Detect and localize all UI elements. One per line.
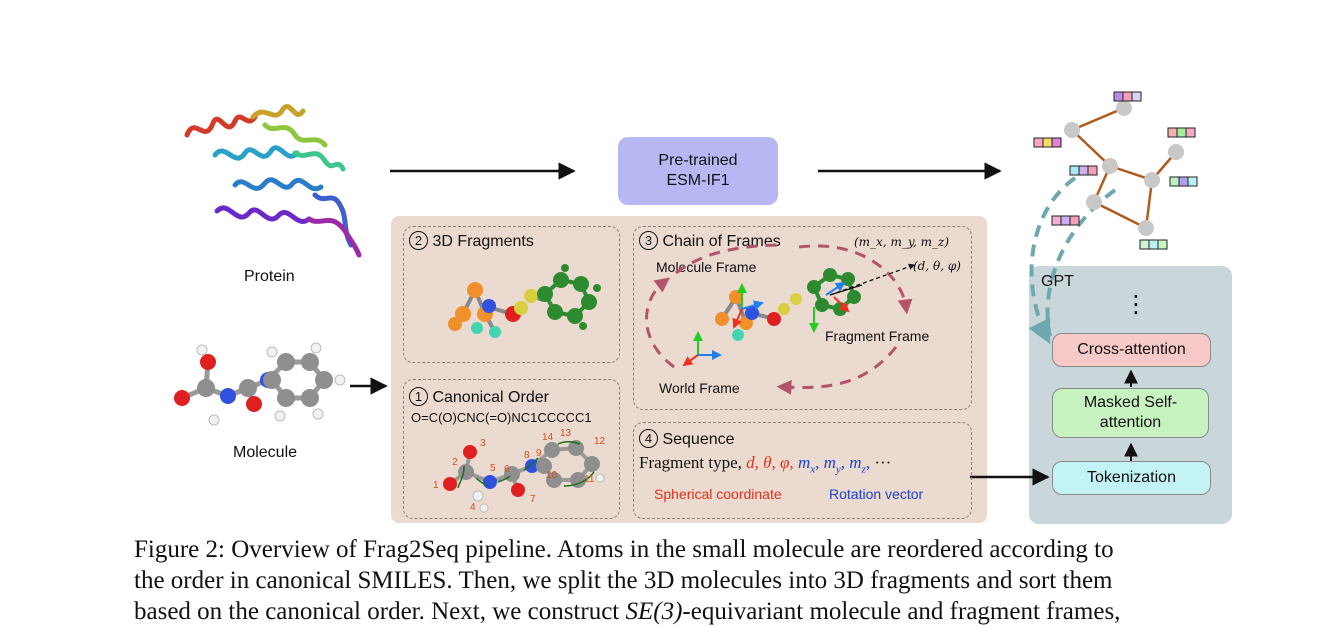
- atom-number-7: 7: [530, 494, 536, 505]
- sequence-spherical: d, θ, φ,: [746, 453, 794, 472]
- gpt-title: GPT: [1041, 273, 1074, 290]
- caption-line-2: the order in canonical SMILES. Then, we …: [134, 567, 1113, 594]
- 3d-fragments-box: [403, 226, 620, 363]
- circled-number-1: 1: [409, 387, 428, 406]
- canonical-order-image: [443, 440, 605, 513]
- 3d-fragments-title: 2 3D Fragments: [409, 231, 534, 251]
- sequence-prefix: Fragment type,: [639, 453, 742, 472]
- sequence-box: [633, 422, 972, 519]
- gpt-ellipsis: ⋮: [1124, 290, 1148, 318]
- atom-number-9: 9: [536, 448, 542, 459]
- sequence-tokens: Fragment type, d, θ, φ, mx, my, mz, ···: [639, 453, 891, 475]
- canonical-order-box: [403, 379, 620, 519]
- atom-number-11: 11: [584, 474, 595, 485]
- caption-line-3: based on the canonical order. Next, we c…: [134, 598, 1121, 625]
- masked-self-line1: Masked Self-: [1083, 394, 1178, 411]
- atom-number-14: 14: [542, 432, 554, 443]
- tokenization-block: Tokenization: [1052, 461, 1211, 495]
- protein-structure-image: [184, 104, 362, 258]
- protein-label: Protein: [244, 268, 295, 285]
- chain-of-frames-box: [633, 226, 972, 410]
- rotation-vector-legend: Rotation vector: [829, 486, 924, 502]
- spherical-coordinate-legend: Spherical coordinate: [654, 486, 782, 502]
- 3d-fragments-image: [448, 264, 601, 338]
- circled-number-4: 4: [639, 429, 658, 448]
- sequence-tail: ···: [874, 453, 892, 472]
- masked-self-attention-block: Masked Self- attention: [1052, 388, 1209, 438]
- sequence-rotation: mx, my, mz,: [797, 453, 871, 476]
- sequence-title: 4 Sequence: [639, 429, 735, 449]
- cross-attention-block: Cross-attention: [1052, 333, 1211, 367]
- rotation-vector-label: (m_x, m_y, m_z): [854, 235, 950, 249]
- atom-number-13: 13: [560, 428, 572, 439]
- molecule-label: Molecule: [233, 444, 298, 461]
- atom-number-10: 10: [546, 470, 558, 481]
- graph-to-cross-attention-arrow-1: [1028, 176, 1077, 345]
- esm-line1: Pre-trained: [658, 152, 738, 169]
- fragmentation-panel: [391, 216, 987, 523]
- protein-graph: [1033, 91, 1198, 250]
- molecule-ball-and-stick-image: [174, 342, 346, 426]
- caption-line-1: Figure 2: Overview of Frag2Seq pipeline.…: [134, 536, 1114, 563]
- atom-number-labels: 1 2 3 4 5 6 7 8 9 10 11 12 13 14: [428, 428, 614, 514]
- atom-number-5: 5: [490, 463, 496, 474]
- atom-number-8: 8: [524, 450, 530, 461]
- atom-number-1: 1: [433, 480, 439, 491]
- esm-line2: ESM-IF1: [666, 172, 730, 189]
- chain-of-frames-image: [645, 243, 916, 395]
- figure-caption: Figure 2: Overview of Frag2Seq pipeline.…: [134, 534, 1304, 627]
- canonical-order-title: 1 Canonical Order: [409, 387, 549, 407]
- esm-if1-block: Pre-trained ESM-IF1: [618, 137, 778, 205]
- circled-number-2: 2: [409, 231, 428, 250]
- spherical-coordinate-label: (d, θ, φ): [913, 259, 961, 273]
- atom-number-12: 12: [594, 436, 606, 447]
- world-frame-label: World Frame: [659, 380, 740, 396]
- atom-number-2: 2: [452, 457, 458, 468]
- circled-number-3: 3: [639, 231, 658, 250]
- canonical-smiles: O=C(O)CNC(=O)NC1CCCCC1: [411, 410, 592, 425]
- fragment-frame-label: Fragment Frame: [825, 328, 930, 344]
- atom-number-4: 4: [470, 502, 476, 513]
- caption-math-se3: SE(3): [625, 598, 683, 625]
- atom-number-6: 6: [504, 464, 510, 475]
- atom-number-3: 3: [480, 438, 486, 449]
- masked-self-line2: attention: [1099, 414, 1162, 431]
